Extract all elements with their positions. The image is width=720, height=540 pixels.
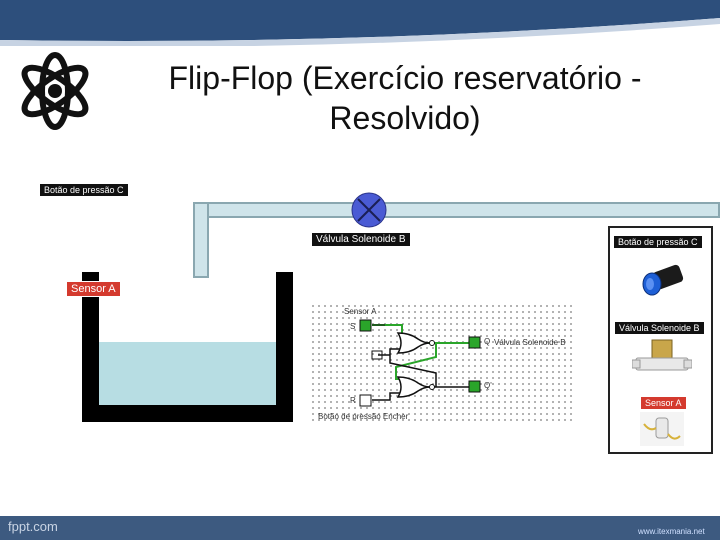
circuit-output-q-label: Válvula Solenoide B bbox=[494, 338, 566, 347]
tank-bottom bbox=[82, 405, 293, 422]
solenoid-valve-image-icon bbox=[632, 336, 692, 378]
panel-sensor-label: Sensor A bbox=[640, 396, 687, 410]
push-button-image-icon bbox=[638, 260, 686, 300]
sensor-a-label: Sensor A bbox=[66, 281, 121, 297]
circuit-sensor-a-label: Sensor A bbox=[344, 307, 376, 316]
flip-flop-circuit: Sensor A S R Q Válvula Solenoide B Q' Bo… bbox=[310, 303, 575, 423]
footer-brand: fppt.com bbox=[8, 519, 58, 534]
inlet-pipe-horizontal bbox=[193, 202, 720, 218]
title-line-2: Resolvido) bbox=[100, 98, 710, 138]
circuit-input-r: R bbox=[350, 396, 356, 405]
panel-botao-label: Botão de pressão C bbox=[614, 236, 702, 248]
panel-valvula-label: Válvula Solenoide B bbox=[615, 322, 704, 334]
circuit-output-qn: Q' bbox=[484, 381, 492, 390]
solenoid-valve-icon bbox=[351, 192, 387, 228]
botao-c-label: Botão de pressão C bbox=[40, 184, 128, 196]
footer-site-link[interactable]: www.itexmania.net bbox=[638, 527, 705, 536]
circuit-wiring bbox=[310, 303, 575, 423]
tank-wall-right bbox=[276, 272, 293, 422]
circuit-botao-label: Botão de pressão Encher bbox=[318, 412, 408, 421]
circuit-output-q: Q bbox=[484, 337, 490, 346]
component-panel: Botão de pressão C Válvula Solenoide B S… bbox=[608, 226, 713, 454]
inlet-pipe-vertical bbox=[193, 202, 209, 278]
title-line-1: Flip-Flop (Exercício reservatório - bbox=[100, 58, 710, 98]
footer-bar bbox=[0, 516, 720, 540]
circuit-input-s: S bbox=[350, 322, 355, 331]
top-banner bbox=[0, 0, 720, 46]
atom-logo-icon bbox=[14, 50, 96, 132]
valvula-b-label: Válvula Solenoide B bbox=[312, 233, 410, 246]
tank-water bbox=[99, 342, 276, 405]
slide-title: Flip-Flop (Exercício reservatório - Reso… bbox=[100, 58, 710, 138]
float-sensor-image-icon bbox=[640, 412, 684, 446]
